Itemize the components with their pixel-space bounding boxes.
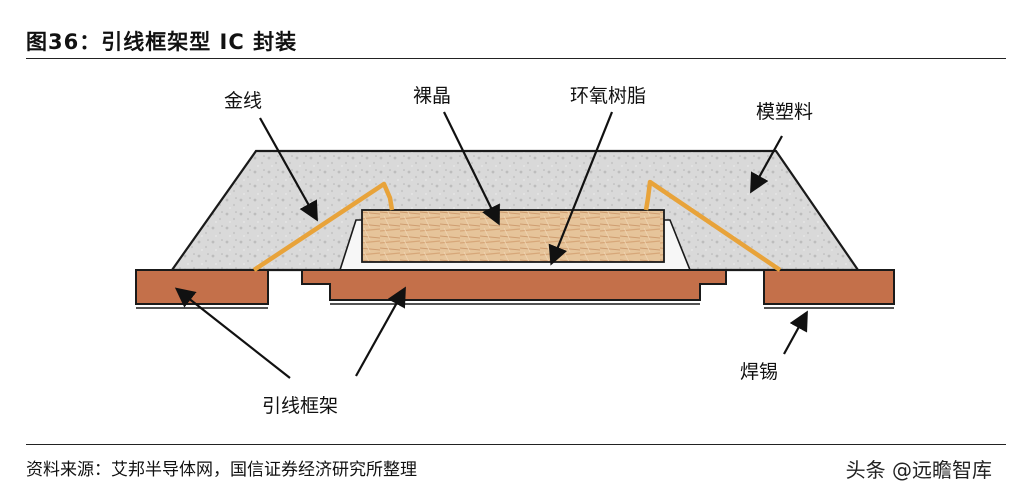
label-mold-compound: 模塑料 bbox=[756, 101, 813, 123]
arrow-lead-frame-left bbox=[174, 287, 291, 379]
label-solder: 焊锡 bbox=[740, 361, 778, 383]
label-gold-wire: 金线 bbox=[224, 90, 262, 112]
die bbox=[361, 209, 665, 263]
label-epoxy: 环氧树脂 bbox=[570, 85, 646, 107]
figure-title: 图36：引线框架型 IC 封装 bbox=[26, 30, 298, 54]
arrow-epoxy bbox=[548, 111, 614, 266]
label-lead-frame: 引线框架 bbox=[262, 395, 338, 417]
gold-wire-right bbox=[643, 179, 782, 272]
arrow-gold-wire bbox=[259, 117, 318, 222]
arrow-mold-compound bbox=[750, 135, 783, 194]
watermark: 头条 @远瞻智库 bbox=[845, 458, 992, 482]
footer-rule bbox=[26, 444, 1006, 445]
gold-wire-left bbox=[252, 181, 395, 272]
title-rule bbox=[26, 58, 1006, 59]
right-lead bbox=[763, 269, 895, 305]
left-lead bbox=[135, 269, 269, 305]
die-paddle bbox=[301, 269, 727, 301]
source-note: 资料来源：艾邦半导体网，国信证券经济研究所整理 bbox=[26, 460, 417, 480]
arrow-solder bbox=[783, 310, 808, 355]
arrow-die bbox=[443, 111, 500, 226]
lead-frame-ic-package-diagram: 金线 裸晶 环氧树脂 模塑料 引线框架 焊锡 bbox=[135, 85, 895, 417]
arrow-lead-frame-center bbox=[355, 286, 406, 377]
label-die: 裸晶 bbox=[413, 85, 451, 107]
